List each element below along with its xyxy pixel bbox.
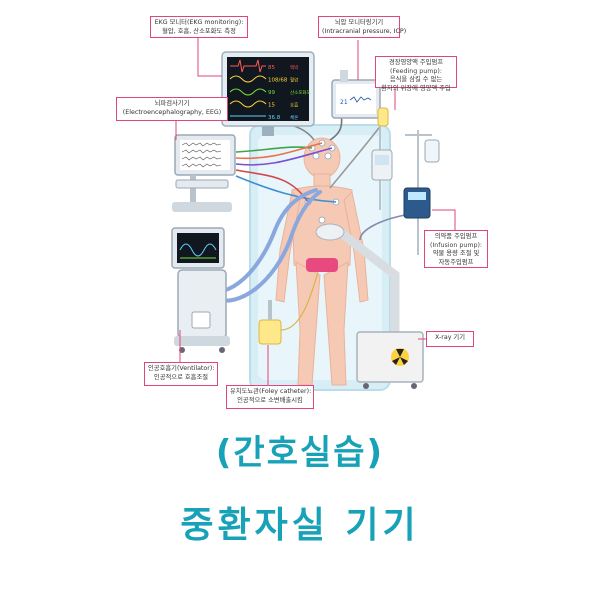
monitor-reading-value: 15	[268, 103, 275, 109]
icp-value: 21	[340, 99, 348, 106]
iv-bag	[424, 139, 440, 163]
label-foley-catheter: 유치도뇨관(Foley catheter): 인공적으로 소변배출시킴	[226, 385, 314, 409]
feeding-bottle	[377, 107, 389, 127]
icp-monitor: 21	[331, 70, 381, 119]
label-ventilator: 인공호흡기(Ventilator): 인공적으로 호흡조절	[144, 362, 218, 386]
leader-lines	[175, 38, 456, 385]
monitor-reading-value: 85	[268, 65, 275, 71]
title-line-1: (간호실습)	[215, 433, 385, 473]
title-line-2: 중환자실 기기	[180, 505, 420, 546]
label-ekg-monitor: EKG 모니터(EKG monitoring): 혈압, 호흡, 산소포화도 측…	[150, 16, 248, 38]
monitor-reading-name: 호흡	[290, 102, 298, 109]
label-feeding-pump: 경장영양액 주입펌프 (Feeding pump): 음식을 삼킬 수 없는 환…	[375, 56, 457, 92]
foley-bag	[258, 271, 319, 345]
label-xray: X-ray 기기	[426, 331, 474, 347]
label-icp-monitor: 뇌압 모니터링기기 (Intracranial pressure, ICP)	[318, 16, 406, 38]
monitor-reading-value: 36.8	[268, 115, 281, 121]
monitor-reading-name: 산소포화도	[290, 89, 311, 96]
infusion-pump	[403, 187, 431, 219]
diaper	[306, 258, 338, 272]
ventilator	[171, 227, 230, 353]
monitor-reading-name: 체온	[290, 114, 298, 121]
label-eeg: 뇌파검사기기 (Electroencephalography, EEG)	[116, 97, 228, 121]
eeg-machine	[172, 134, 236, 212]
monitor-reading-name: 맥박	[290, 64, 298, 71]
feeding-pump	[371, 149, 393, 181]
monitor-reading-value: 99	[268, 90, 275, 96]
label-infusion-pump: 의약품 주입펌프 (Infusion pump): 약물 용량 조절 및 자동주…	[424, 230, 488, 268]
monitor-reading-value: 108/68	[268, 78, 288, 84]
monitor-reading-name: 혈압	[290, 77, 298, 84]
xray-machine	[315, 223, 424, 389]
